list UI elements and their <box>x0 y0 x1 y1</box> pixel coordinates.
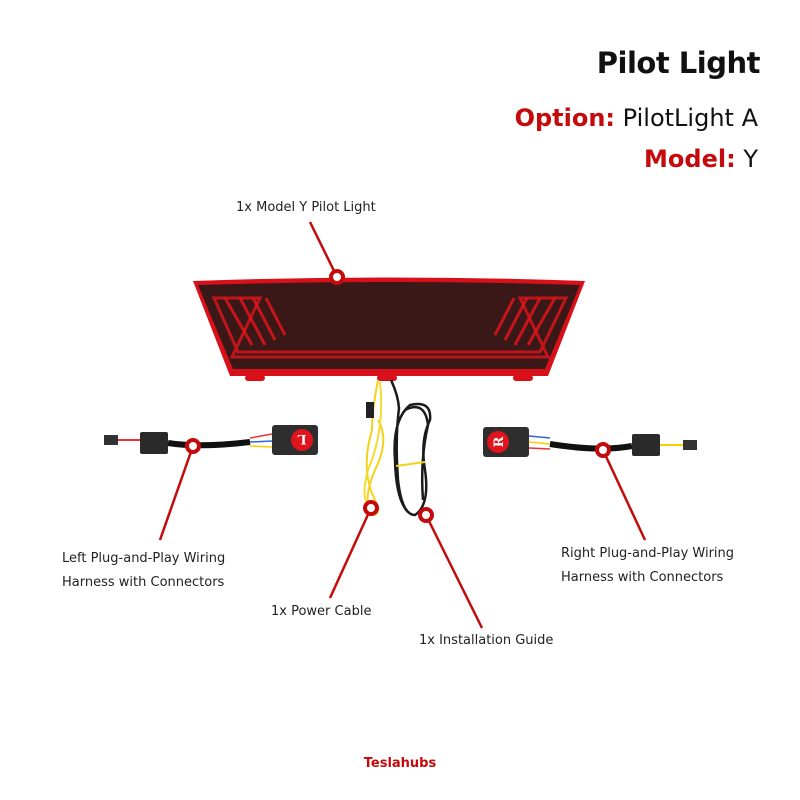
callout-left-harness: Left Plug-and-Play Wiring Harness with C… <box>62 547 225 595</box>
brand-logo: Teslahubs <box>363 756 437 771</box>
product-title: Pilot Light <box>596 46 761 80</box>
left-connector-letter: L <box>297 431 306 446</box>
option-spec: Option: PilotLight A <box>515 104 758 132</box>
left-harness: L <box>104 425 318 455</box>
callout-line-left <box>158 445 195 541</box>
right-connector-letter: R <box>492 436 507 447</box>
option-value: PilotLight A <box>622 104 758 132</box>
callout-right-line1: Right Plug-and-Play Wiring <box>561 546 735 561</box>
callout-line-power <box>328 507 373 599</box>
option-key: Option: <box>514 104 616 132</box>
model-value: Y <box>743 145 758 173</box>
black-cable <box>389 379 432 517</box>
power-cable <box>363 379 385 517</box>
callout-dot-pilot <box>329 269 345 285</box>
callout-left-line2: Harness with Connectors <box>62 575 225 590</box>
callout-line-guide <box>424 514 484 629</box>
callout-line-pilot <box>308 221 339 278</box>
callout-dot-right <box>595 442 611 458</box>
callout-dot-left <box>185 438 201 454</box>
callout-right-harness: Right Plug-and-Play Wiring Harness with … <box>561 542 734 590</box>
pilot-light-bar <box>193 277 585 381</box>
right-harness: R <box>483 427 697 457</box>
callout-installation-guide: 1x Installation Guide <box>419 633 554 648</box>
callout-dot-guide <box>418 507 434 523</box>
callout-dot-power <box>363 500 379 516</box>
callout-pilot-light: 1x Model Y Pilot Light <box>236 200 376 215</box>
callout-power-cable: 1x Power Cable <box>271 604 372 619</box>
model-spec: Model: Y <box>644 145 758 173</box>
callout-right-line2: Harness with Connectors <box>561 570 724 585</box>
callout-left-line1: Left Plug-and-Play Wiring <box>62 551 226 566</box>
callout-line-right <box>601 449 647 541</box>
model-key: Model: <box>644 145 736 173</box>
